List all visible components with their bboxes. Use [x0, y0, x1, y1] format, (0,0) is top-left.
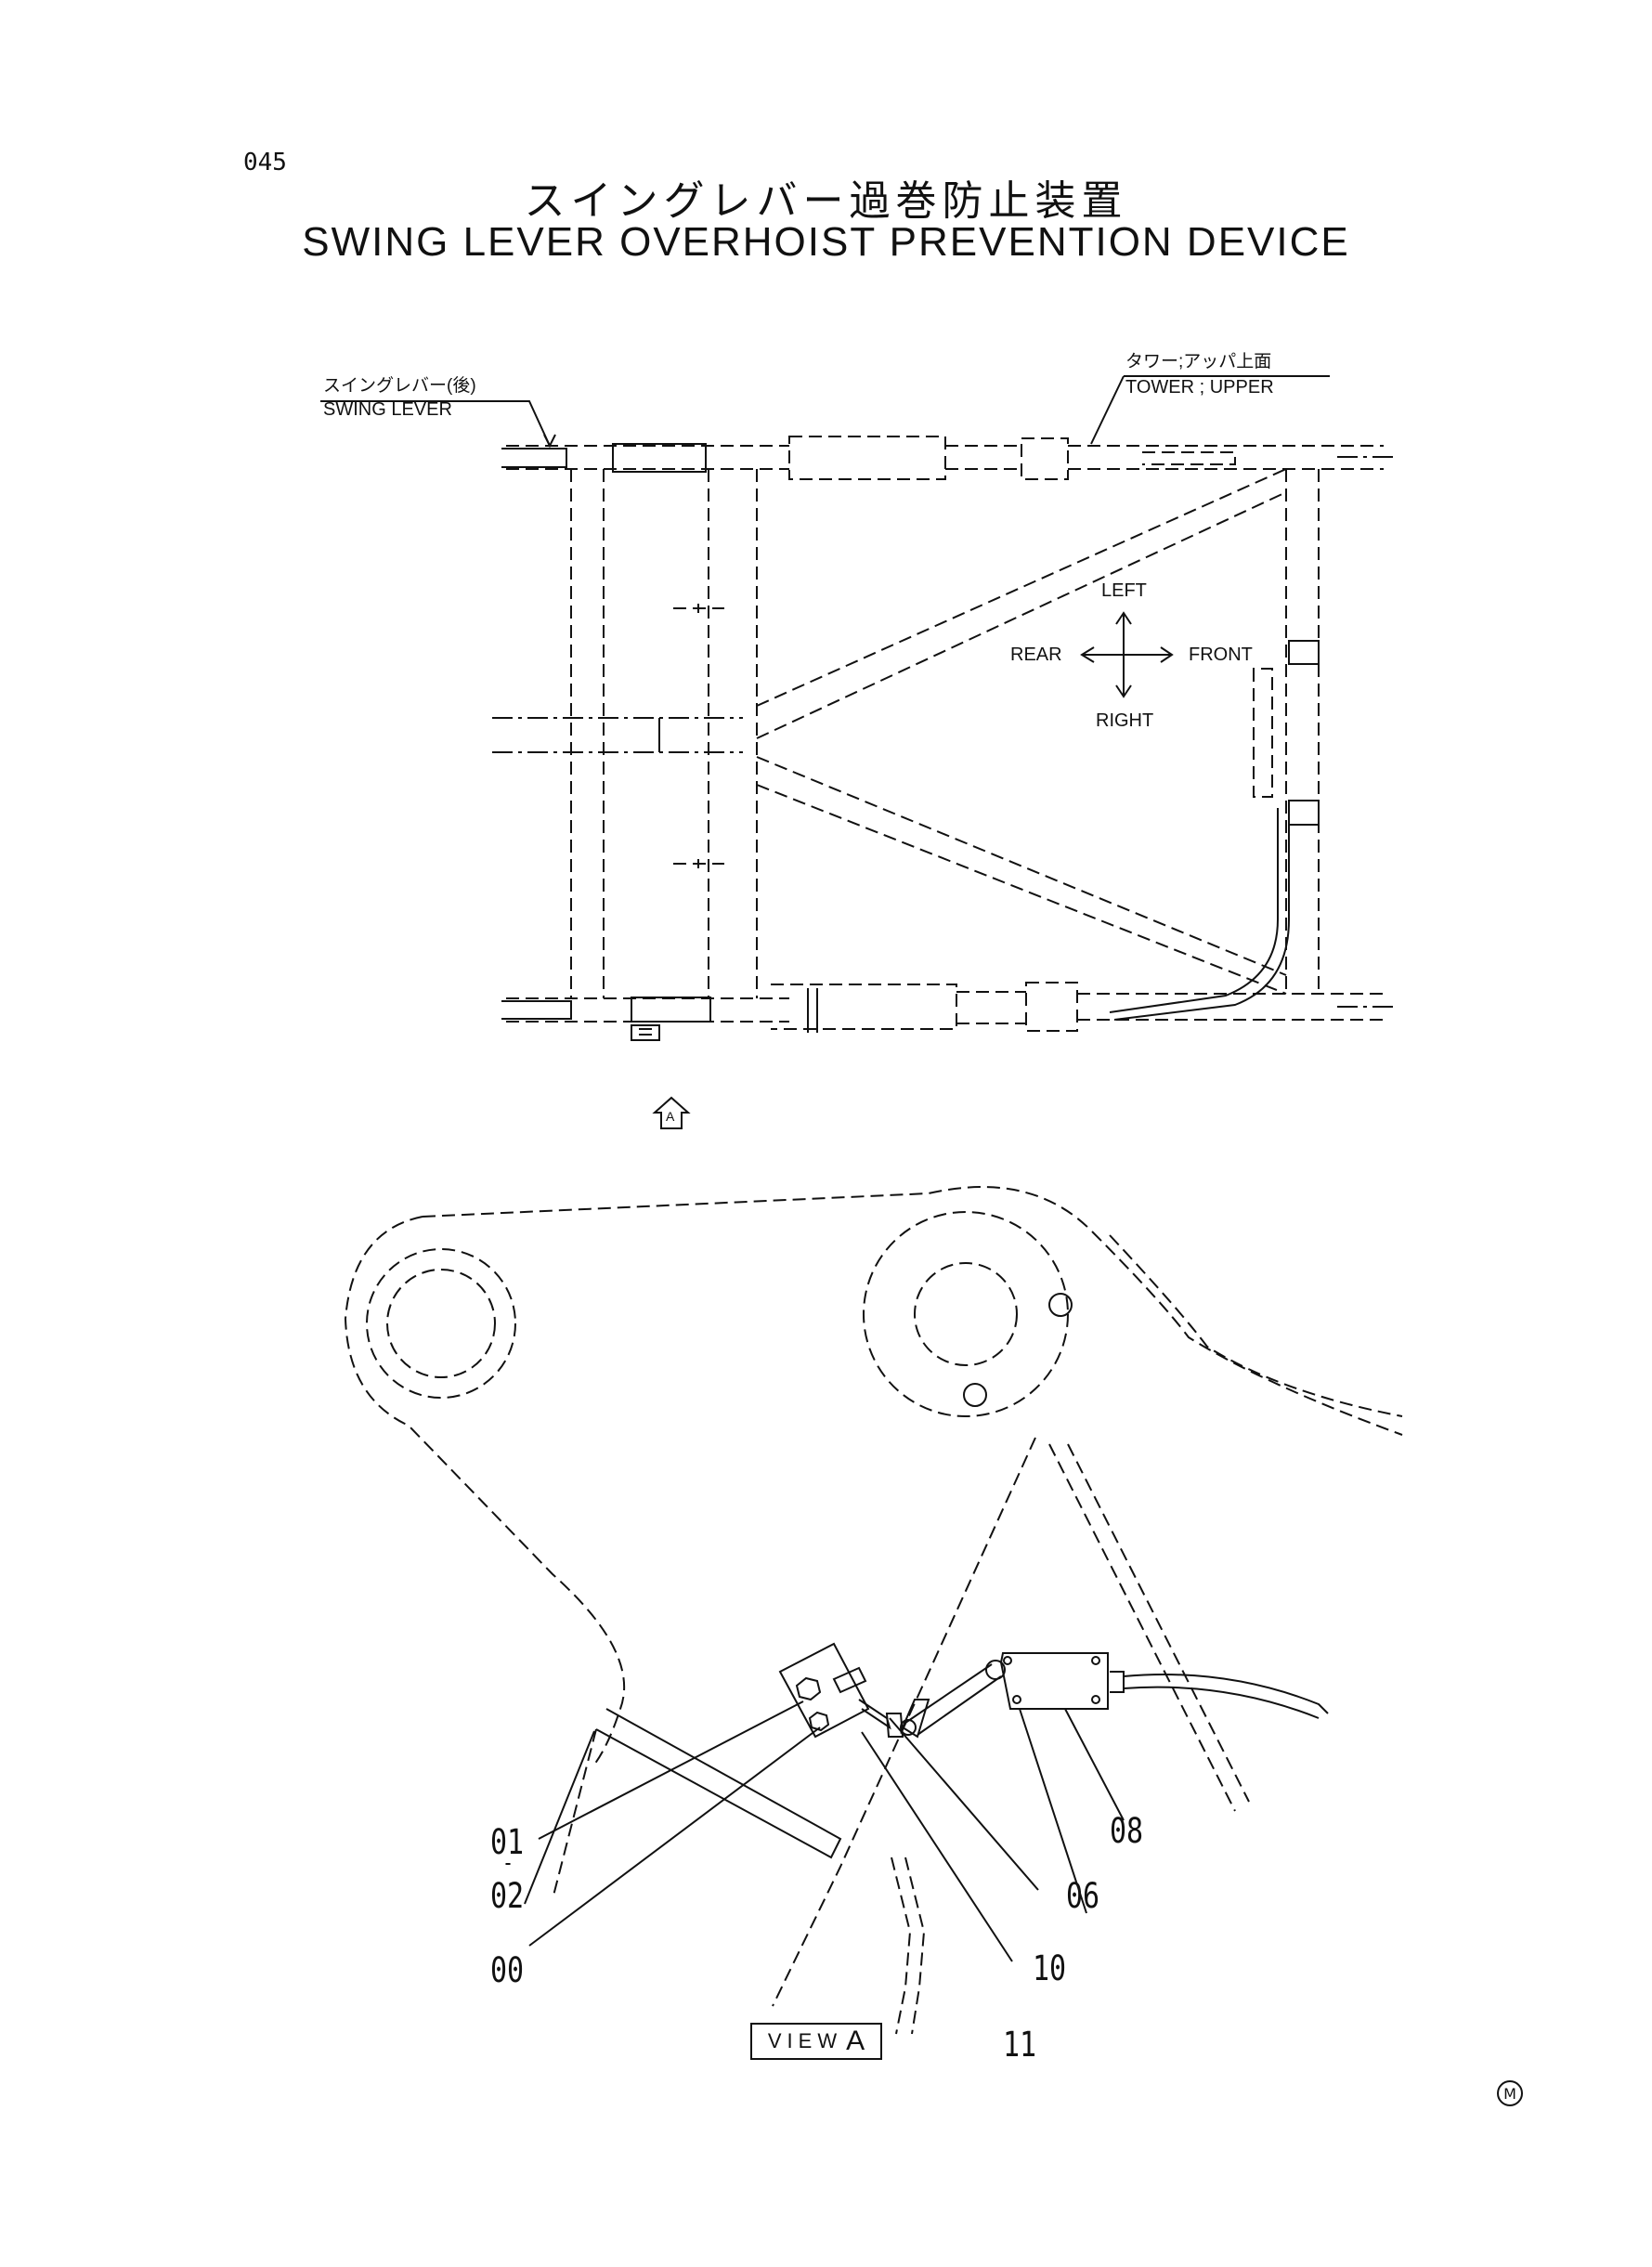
page-number: 045	[243, 149, 287, 176]
part-number-00: 00	[490, 1950, 525, 1991]
part-number-range-dash: -	[502, 1848, 514, 1876]
swing-lever-label-jp: スイングレバー(後)	[323, 376, 476, 396]
part-number-06: 06	[1066, 1876, 1100, 1917]
part-number-01: 01	[490, 1822, 525, 1863]
part-number-02: 02	[490, 1876, 525, 1917]
swing-lever-label: SWING LEVER	[323, 399, 452, 420]
view-a-label-text: VIEW	[767, 2029, 843, 2052]
top-view-frame	[320, 375, 1393, 1129]
direction-right: RIGHT	[1096, 710, 1154, 731]
tower-label-jp: タワー;アッパ上面	[1125, 352, 1272, 371]
page-title-english: SWING LEVER OVERHOIST PREVENTION DEVICE	[302, 219, 1350, 265]
view-a-marker: A	[666, 1109, 675, 1124]
direction-front: FRONT	[1189, 645, 1253, 665]
view-a-label-letter: A	[846, 2026, 865, 2056]
page-title-japanese: スイングレバー過巻防止装置	[524, 177, 1128, 225]
m-mark: M	[1497, 2080, 1523, 2106]
direction-rear: REAR	[1010, 645, 1062, 665]
part-number-11: 11	[1003, 2025, 1037, 2065]
direction-left: LEFT	[1101, 580, 1147, 601]
tower-label: TOWER ; UPPER	[1125, 377, 1274, 397]
view-a-drawing	[344, 1186, 1403, 2035]
part-number-08: 08	[1110, 1811, 1144, 1852]
part-number-10: 10	[1033, 1948, 1067, 1989]
